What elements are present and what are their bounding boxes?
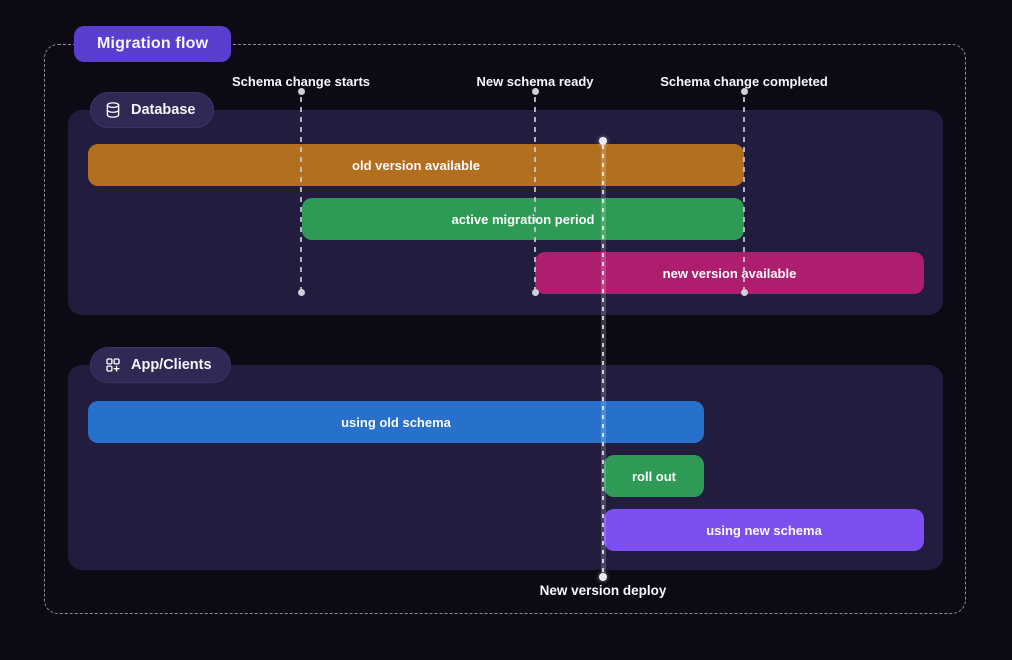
milestone-label: New schema ready — [476, 74, 594, 89]
milestone-guide-line — [534, 97, 536, 290]
database-badge: Database — [90, 92, 215, 128]
bar-label: roll out — [631, 468, 677, 484]
bar-label: old version available — [352, 157, 480, 173]
bar-label: using new schema — [706, 522, 822, 538]
bar-label: using old schema — [341, 414, 451, 430]
diagram-title: Migration flow — [97, 35, 209, 52]
milestone-dot-bottom — [740, 289, 748, 296]
milestone-dot-top — [297, 88, 305, 95]
bar-label: active migration period — [451, 211, 595, 227]
milestone-dot-bottom — [297, 289, 305, 296]
bar-using-old-schema: using old schema — [88, 401, 704, 443]
milestone-label: Schema change starts — [231, 74, 371, 89]
bar-label: new version available — [662, 265, 797, 281]
bar-new-version-available: new version available — [535, 252, 924, 294]
deploy-dot-bottom — [599, 573, 607, 581]
deploy-line — [600, 145, 606, 573]
bar-active-migration-period: active migration period — [302, 198, 744, 240]
diagram-border — [44, 44, 966, 614]
app-clients-badge: App/Clients — [90, 347, 231, 383]
bar-roll-out: roll out — [604, 455, 704, 497]
milestone-dot-top — [531, 88, 539, 95]
deploy-dot-top — [599, 137, 607, 145]
app-clients-badge-label: App/Clients — [131, 357, 212, 373]
diagram-title-badge: Migration flow — [74, 26, 232, 62]
bar-old-version-available: old version available — [88, 144, 744, 186]
bar-using-new-schema: using new schema — [604, 509, 924, 551]
database-icon — [104, 101, 122, 119]
database-badge-label: Database — [131, 102, 196, 118]
apps-icon — [104, 356, 122, 374]
milestone-dot-top — [740, 88, 748, 95]
milestone-label: Schema change completed — [660, 74, 828, 89]
milestone-dot-bottom — [531, 289, 539, 296]
milestone-guide-line — [300, 97, 302, 290]
deploy-label: New version deploy — [539, 583, 667, 598]
milestone-guide-line — [743, 97, 745, 290]
